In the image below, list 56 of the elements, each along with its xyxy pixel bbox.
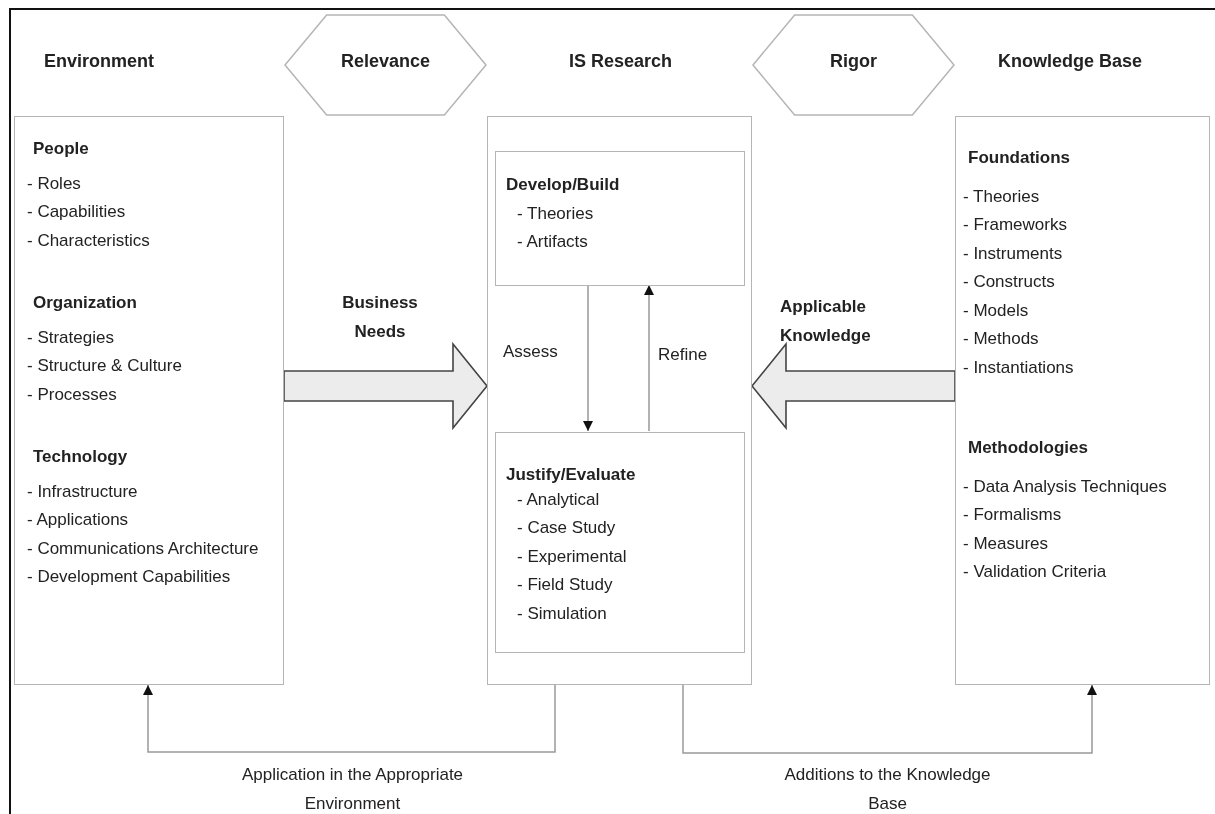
list-item: - Development Capabilities (27, 566, 232, 588)
list-item: - Models (963, 299, 1030, 322)
banner-label: Relevance (340, 50, 431, 72)
list-item: - Analytical (517, 488, 601, 511)
column-heading: IS Research (567, 51, 674, 72)
list-item: - Artifacts (517, 231, 589, 253)
list-item: - Characteristics (27, 229, 151, 252)
arrow (644, 284, 654, 432)
list-item: - Simulation (517, 602, 608, 625)
arrow (583, 284, 593, 432)
list-item: - Validation Criteria (963, 561, 1108, 583)
list-item: - Frameworks (963, 214, 1068, 236)
section-heading: Organization (33, 292, 138, 314)
edge-label: Refine (658, 344, 709, 366)
block-arrow (283, 341, 489, 431)
arrow (143, 684, 556, 753)
list-item: - Formalisms (963, 504, 1063, 526)
list-item: - Experimental (517, 545, 628, 568)
edge-label: Business Needs (341, 292, 419, 343)
list-item: - Communications Architecture (27, 537, 260, 560)
arrow (682, 684, 1097, 754)
list-item: - Theories (517, 202, 595, 225)
list-item: - Capabilities (27, 201, 127, 223)
section-heading: Justify/Evaluate (506, 464, 637, 486)
hexagon-banner (752, 14, 955, 116)
list-item: - Theories (963, 185, 1041, 208)
hexagon-banner (284, 14, 487, 116)
list-item: - Instruments (963, 242, 1064, 265)
list-item: - Measures (963, 532, 1050, 555)
list-item: - Structure & Culture (27, 355, 183, 377)
panel-box (495, 151, 745, 286)
list-item: - Processes (27, 383, 118, 406)
list-item: - Applications (27, 509, 130, 531)
list-item: - Case Study (517, 517, 617, 539)
list-item: - Strategies (27, 326, 115, 349)
list-item: - Methods (963, 328, 1040, 350)
column-heading: Knowledge Base (998, 51, 1143, 72)
section-heading: Develop/Build (506, 174, 621, 196)
list-item: - Roles (27, 172, 82, 195)
edge-label: Applicable Knowledge (780, 296, 872, 347)
panel-box (495, 432, 745, 653)
banner-label: Rigor (830, 50, 877, 72)
section-heading: People (33, 138, 90, 160)
list-item: - Constructs (963, 271, 1056, 293)
block-arrow (750, 341, 956, 431)
edge-label: Application in the Appropriate Environment (240, 764, 465, 814)
section-heading: Methodologies (968, 437, 1089, 459)
section-heading: Foundations (968, 147, 1071, 169)
list-item: - Infrastructure (27, 480, 139, 503)
section-heading: Technology (33, 446, 129, 468)
edge-label: Additions to the Knowledge Base (783, 764, 992, 814)
list-item: - Instantiations (963, 356, 1075, 379)
list-item: - Data Analysis Techniques (963, 475, 1168, 498)
list-item: - Field Study (517, 574, 614, 596)
edge-label: Assess (503, 341, 559, 363)
column-heading: Environment (44, 51, 154, 72)
